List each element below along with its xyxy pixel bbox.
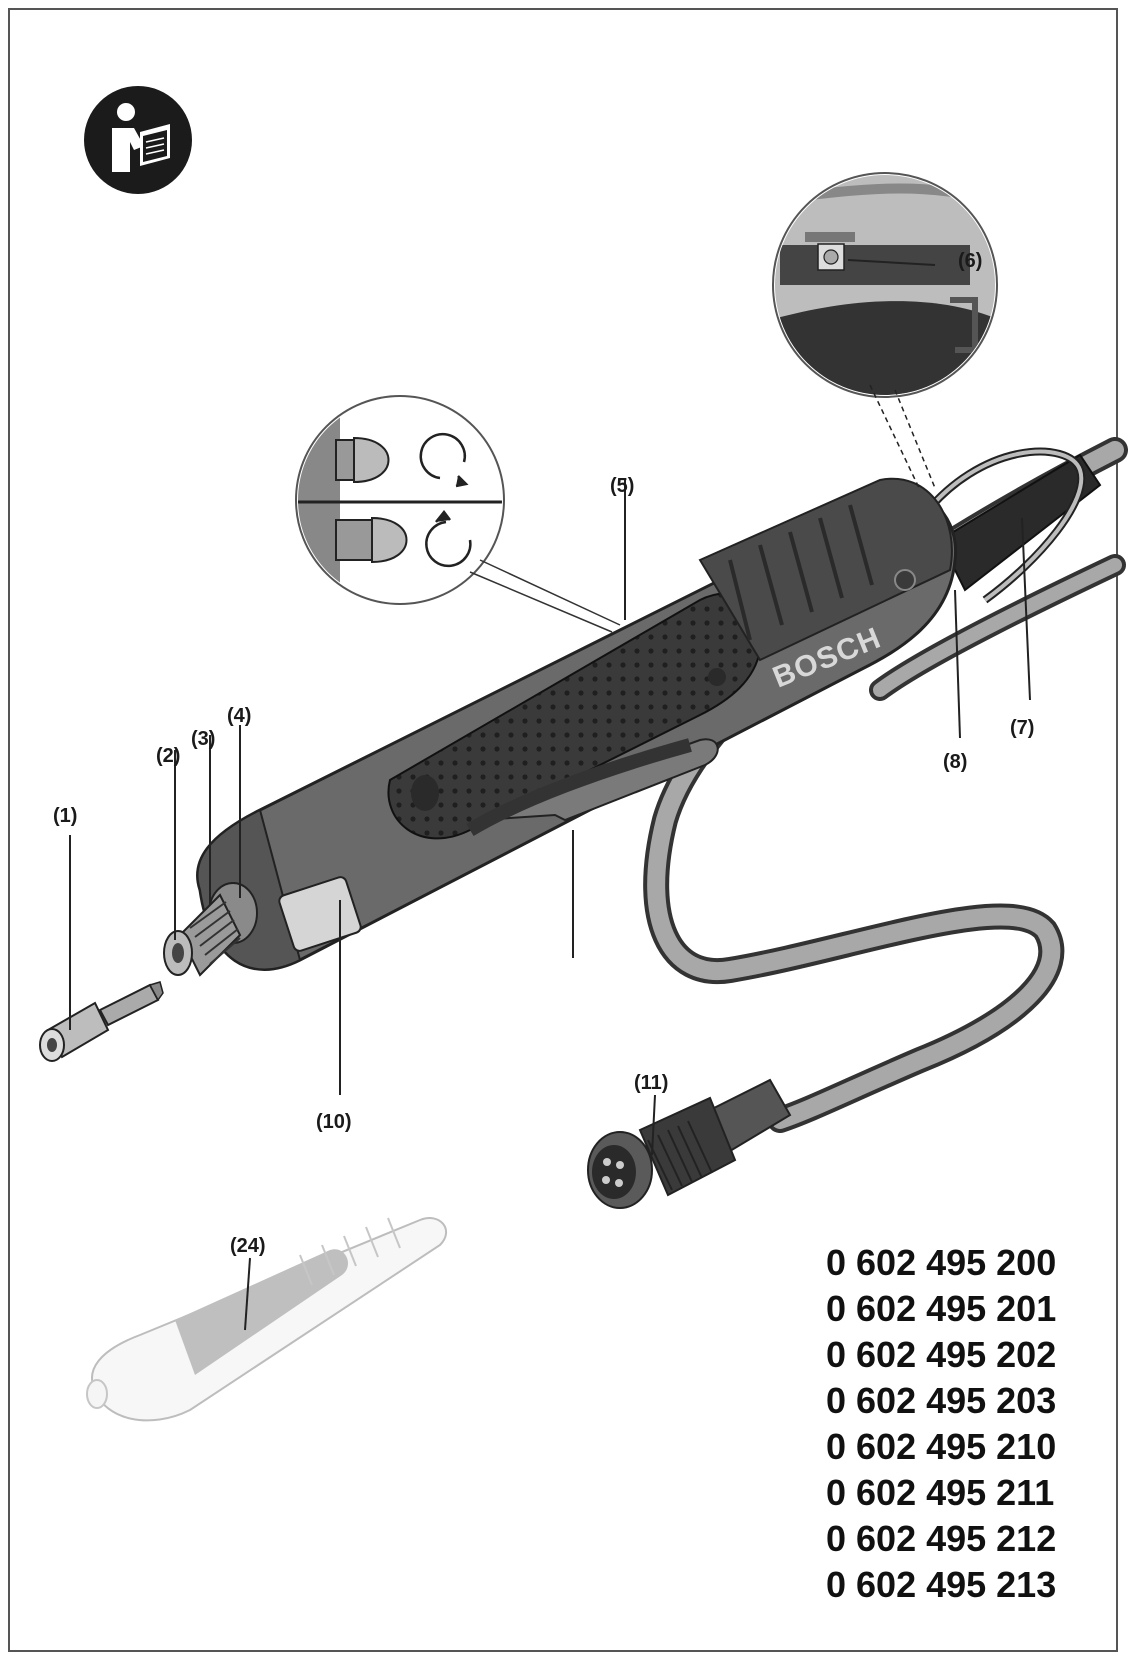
- part-number: 0 602 495 201: [826, 1288, 1057, 1329]
- callout-3: (3): [191, 728, 215, 750]
- bit-chuck: [163, 882, 258, 977]
- rotate-counterclockwise-icon: [425, 509, 472, 568]
- callout-7: (7): [1010, 717, 1034, 739]
- alternate-grip-view: [86, 1217, 447, 1422]
- screwdriver-body: BOSCH: [163, 477, 958, 977]
- part-number: 0 602 495 213: [826, 1564, 1057, 1605]
- rotation-detail-inset: [295, 395, 621, 633]
- part-number: 0 602 495 210: [826, 1426, 1057, 1467]
- callout-6: (6): [958, 250, 982, 272]
- read-manual-icon: [84, 86, 192, 194]
- switch-detail-inset: [772, 172, 998, 491]
- callout-11: (11): [634, 1072, 668, 1094]
- callout-10: (10): [316, 1111, 352, 1133]
- callout-5: (5): [610, 475, 634, 497]
- part-number: 0 602 495 211: [826, 1472, 1055, 1513]
- callout-4: (4): [227, 705, 251, 727]
- rotate-clockwise-icon: [419, 432, 469, 488]
- screwdriver-bit: [39, 981, 164, 1062]
- callout-1: (1): [53, 805, 77, 827]
- part-number-list: 0 602 495 200 0 602 495 201 0 602 495 20…: [826, 1240, 1116, 1608]
- part-number: 0 602 495 202: [826, 1334, 1057, 1375]
- callout-labels: (1) (2) (3) (4) (5) (6) (7) (8) (10) (11…: [53, 250, 1034, 1257]
- callout-8: (8): [943, 751, 967, 773]
- part-number: 0 602 495 212: [826, 1518, 1057, 1559]
- callout-24: (24): [230, 1235, 266, 1257]
- leader-lines: [69, 259, 1031, 1331]
- cable-strain-relief: [916, 447, 1102, 604]
- plug-connector: [587, 1078, 792, 1209]
- callout-2: (2): [156, 745, 180, 767]
- part-number: 0 602 495 200: [826, 1242, 1057, 1283]
- part-number: 0 602 495 203: [826, 1380, 1057, 1421]
